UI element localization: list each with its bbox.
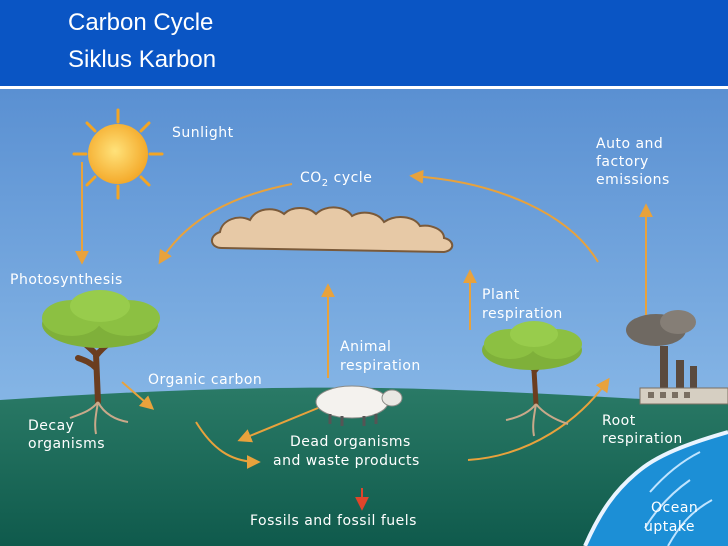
slide-title: Carbon Cycle <box>68 9 214 36</box>
label-auto-factory-emissions-1: Auto and <box>596 136 663 152</box>
slide-subtitle: Siklus Karbon <box>68 46 217 73</box>
cloud-icon <box>211 206 454 254</box>
ocean-icon <box>583 430 728 546</box>
label-ocean-uptake-2: uptake <box>644 519 695 535</box>
factory-icon <box>626 310 728 405</box>
label-organic-carbon: Organic carbon <box>148 372 262 388</box>
label-dead-organisms-1: Dead organisms <box>290 434 411 450</box>
label-ocean-uptake-1: Ocean <box>651 500 698 516</box>
tree-icon <box>482 321 582 437</box>
label-dead-organisms-2: and waste products <box>273 453 420 469</box>
label-plant-respiration-2: respiration <box>482 306 563 322</box>
label-root-respiration-1: Root <box>602 413 636 429</box>
ground <box>0 387 728 546</box>
label-photosynthesis: Photosynthesis <box>10 272 123 288</box>
sheep-icon <box>315 385 403 426</box>
label-decay-organisms-1: Decay <box>28 418 74 434</box>
title-bar: Carbon Cycle Siklus Karbon <box>0 0 728 89</box>
label-auto-factory-emissions-2: factory <box>596 154 649 170</box>
label-auto-factory-emissions-3: emissions <box>596 172 670 188</box>
tree-icon <box>42 290 160 435</box>
label-co2-cycle: CO2 cycle <box>300 170 372 189</box>
label-fossils: Fossils and fossil fuels <box>250 513 417 529</box>
label-decay-organisms-2: organisms <box>28 436 105 452</box>
label-animal-respiration-1: Animal <box>340 339 391 355</box>
label-root-respiration-2: respiration <box>602 431 683 447</box>
label-plant-respiration-1: Plant <box>482 287 520 303</box>
label-animal-respiration-2: respiration <box>340 358 421 374</box>
label-sunlight: Sunlight <box>172 125 234 141</box>
sun-icon <box>72 108 164 200</box>
carbon-cycle-diagram: Sunlight CO2 cycle Auto and factory emis… <box>0 89 728 546</box>
